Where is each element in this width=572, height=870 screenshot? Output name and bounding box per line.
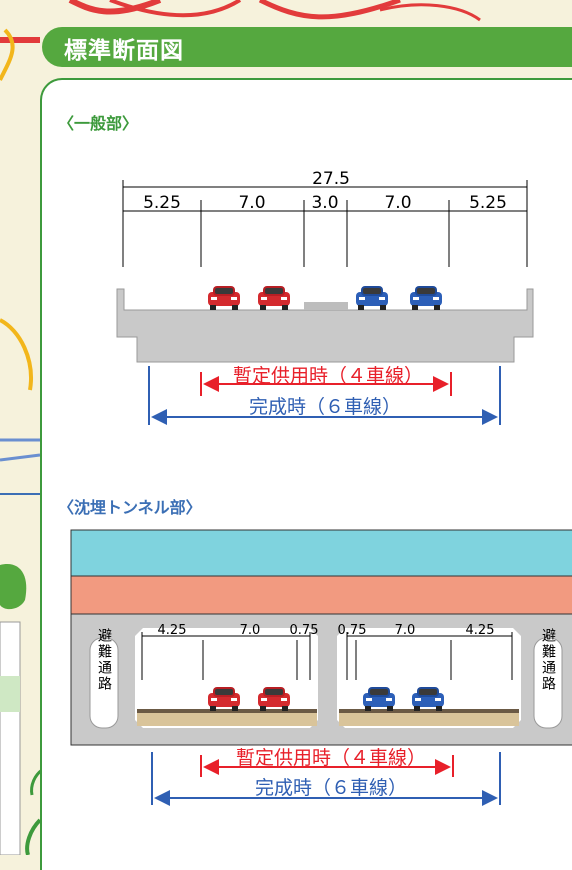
general-complete-label: 完成時（６車線）	[249, 396, 401, 418]
page-title: 標準断面図	[64, 38, 184, 64]
car-icon	[356, 286, 388, 310]
section-heading-tunnel: 〈沈埋トンネル部〉	[58, 498, 202, 517]
evac-passage-right	[533, 637, 563, 729]
tunnel-dim-3: 0.75	[290, 623, 319, 638]
road-surface-right	[339, 712, 519, 726]
evac-passage-left	[89, 637, 119, 729]
general-dim-3: 3.0	[311, 193, 338, 213]
car-icon	[258, 286, 290, 310]
general-dim-5: 5.25	[469, 193, 507, 213]
tunnel-provisional-label: 暫定供用時（４車線）	[236, 747, 426, 769]
general-dimension-lines	[122, 180, 528, 267]
tunnel-dim-5: 7.0	[395, 623, 416, 638]
tunnel-dim-6: 4.25	[466, 623, 495, 638]
general-dim-4: 7.0	[384, 193, 411, 213]
tunnel-complete-label: 完成時（６車線）	[255, 777, 407, 799]
evac-label-right: 避難通路	[540, 628, 556, 692]
water-layer	[70, 529, 572, 577]
evac-label-left: 避難通路	[96, 628, 112, 692]
road-surface-left	[137, 712, 317, 726]
general-dim-1: 5.25	[143, 193, 181, 213]
general-total-width: 27.5	[312, 169, 350, 189]
tunnel-dim-1: 4.25	[158, 623, 187, 638]
section-heading-general: 〈一般部〉	[58, 114, 139, 133]
seabed-layer	[70, 575, 572, 615]
tunnel-dim-2: 7.0	[240, 623, 261, 638]
car-icon	[410, 286, 442, 310]
tunnel-dimension-lines	[141, 632, 513, 680]
tunnel-dim-4: 0.75	[338, 623, 367, 638]
median-barrier	[304, 302, 348, 310]
title-bar	[42, 27, 572, 67]
general-dim-2: 7.0	[238, 193, 265, 213]
general-provisional-label: 暫定供用時（４車線）	[233, 365, 423, 387]
car-icon	[208, 286, 240, 310]
bridge-deck	[116, 288, 534, 363]
